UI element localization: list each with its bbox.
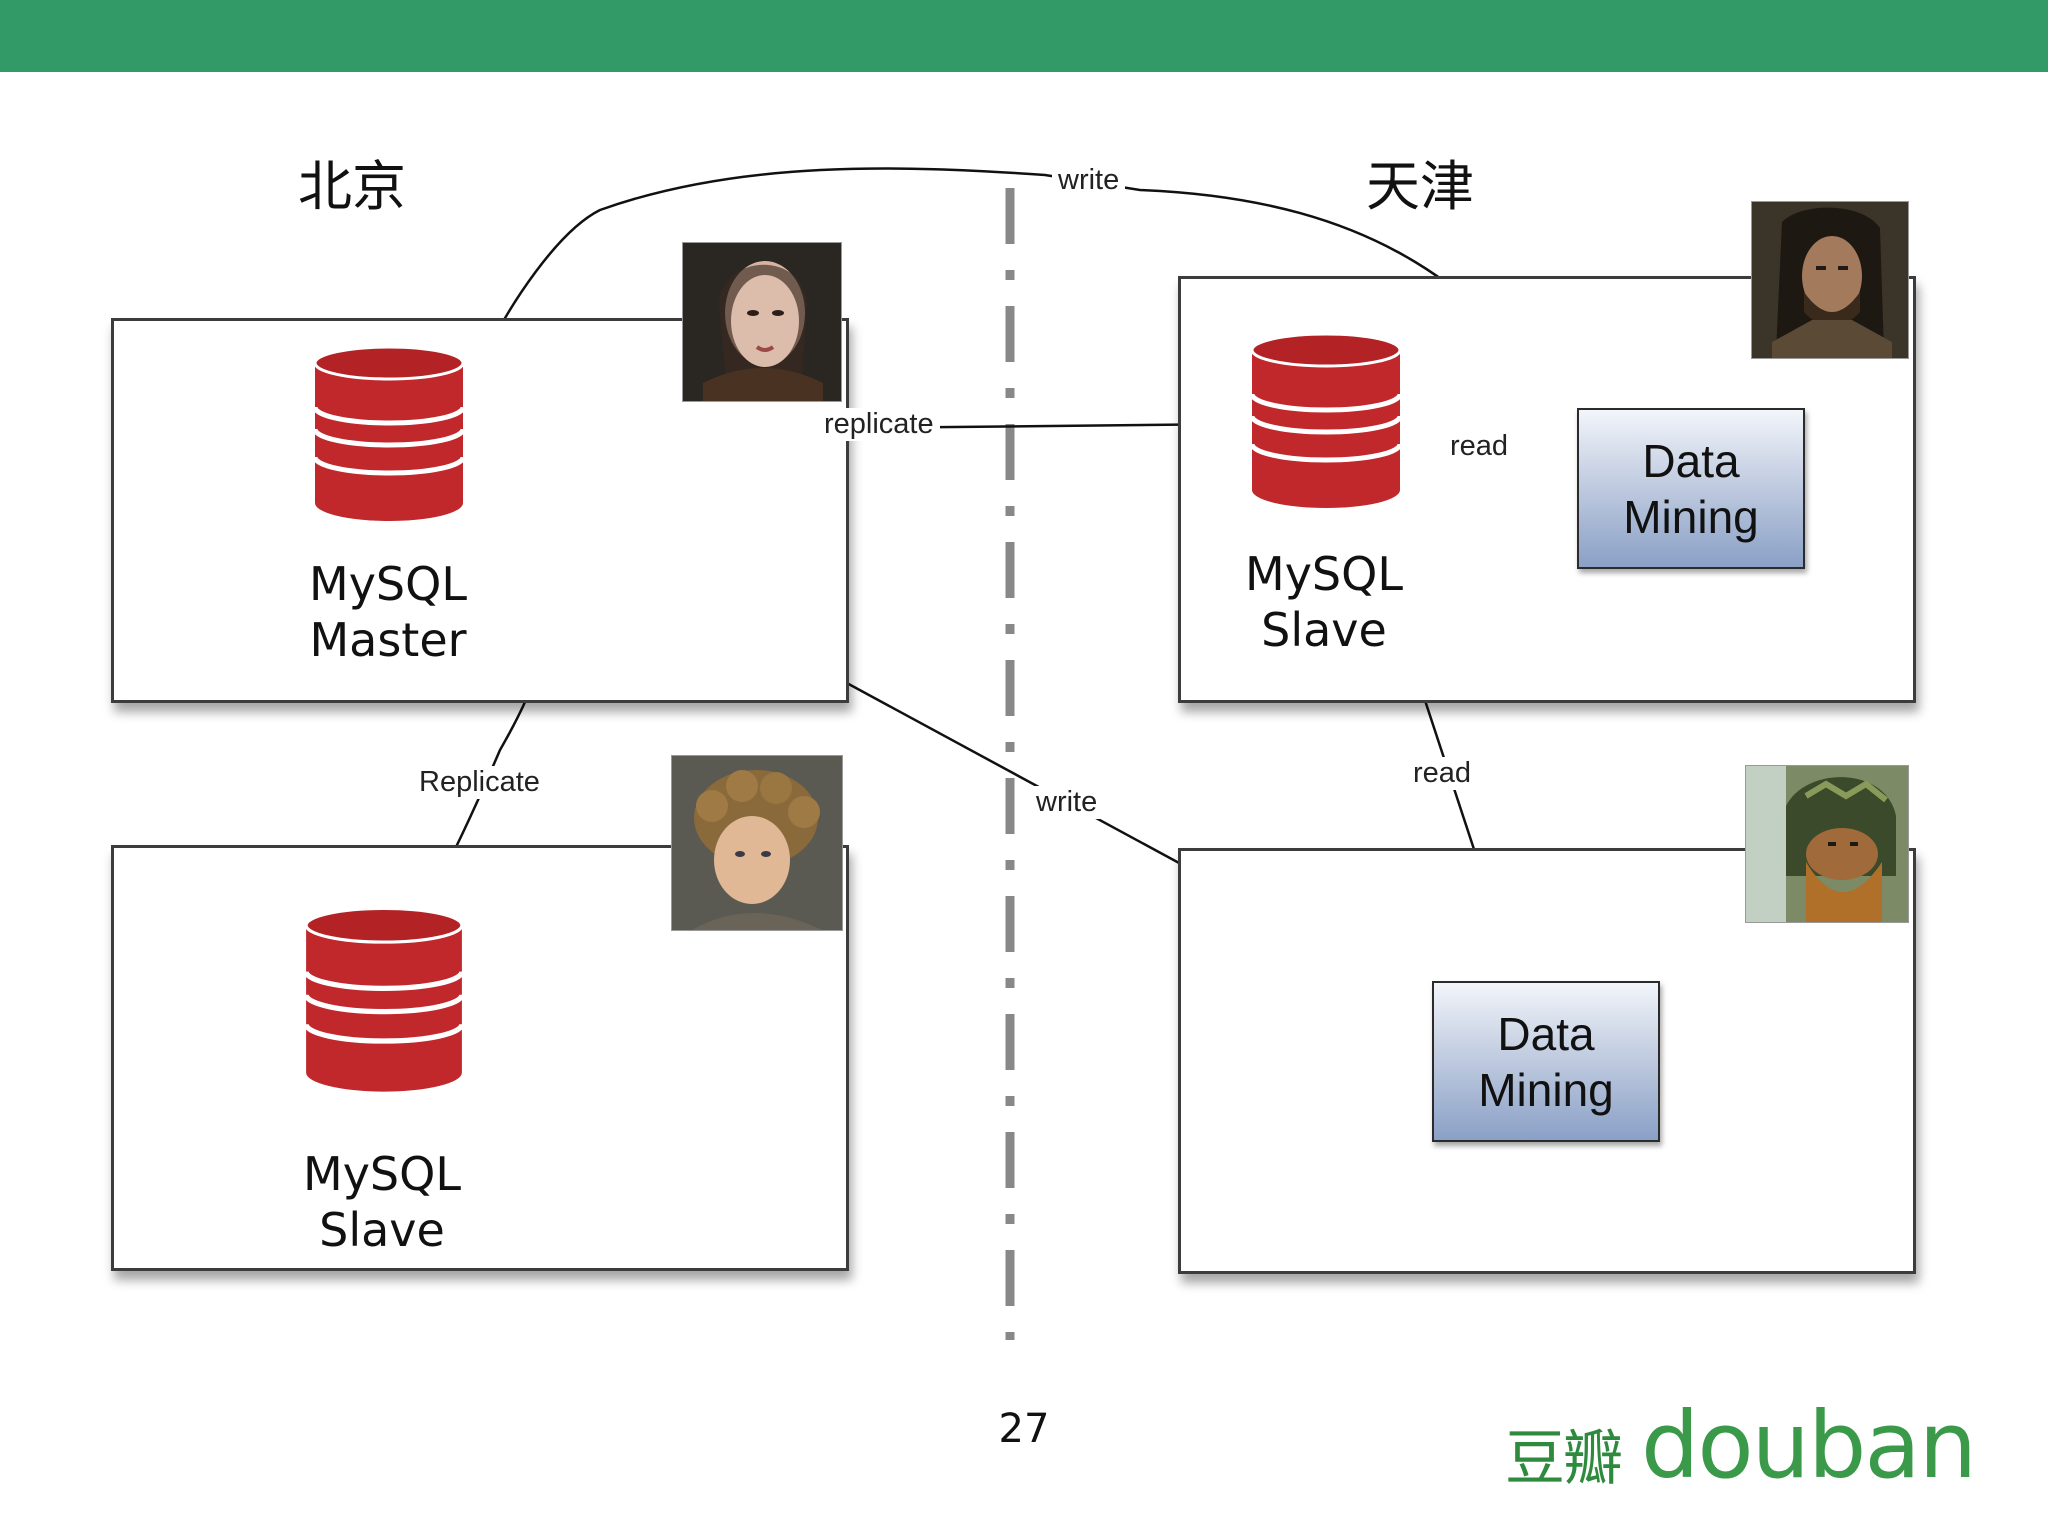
edge-label-write-mid: write [1030, 786, 1104, 819]
database-icon [1249, 332, 1403, 508]
mysql-slave-tianjin-label: MySQL Slave [1245, 547, 1403, 657]
page-number: 27 [998, 1406, 1050, 1452]
database-icon [304, 906, 464, 1092]
region-label-beijing: 北京 [298, 155, 406, 218]
mysql-master-label: MySQL Master [309, 557, 467, 667]
avatar-portrait-warrior [1751, 201, 1909, 359]
edge-label-replicate: replicate [818, 408, 940, 441]
edge-label-read-mid: read [1407, 757, 1478, 790]
data-mining-box-bottom: Data Mining [1432, 981, 1660, 1142]
logo-text-cn: 豆瓣 [1505, 1424, 1623, 1494]
douban-logo: 豆瓣 douban [1505, 1392, 1977, 1508]
region-label-tianjin: 天津 [1366, 155, 1474, 218]
avatar-portrait-curly-hair [671, 755, 843, 931]
mysql-slave-beijing-label: MySQL Slave [303, 1147, 461, 1257]
logo-text-en: douban [1641, 1392, 1977, 1499]
header-bar [0, 0, 2048, 72]
avatar-portrait-woman [682, 242, 842, 402]
edge-label-read-right: read [1444, 430, 1515, 463]
avatar-portrait-dwarf-helmet [1745, 765, 1909, 923]
edge-label-replicate-down: Replicate [413, 766, 546, 799]
database-icon [313, 345, 465, 521]
edge-label-write-top: write [1052, 164, 1126, 197]
data-mining-box-top: Data Mining [1577, 408, 1805, 569]
